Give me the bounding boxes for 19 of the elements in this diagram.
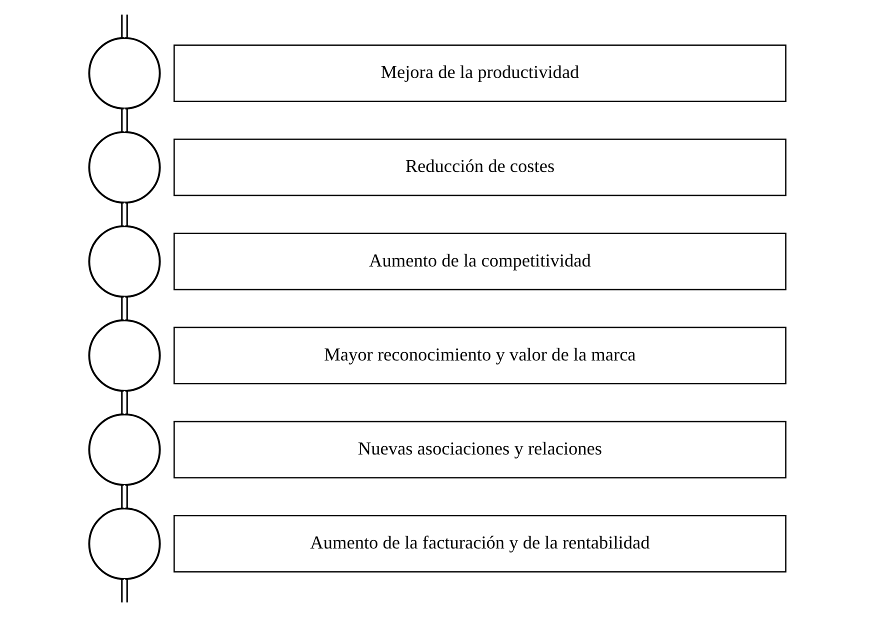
node-box: Nuevas asociaciones y relaciones: [174, 420, 786, 478]
node-circle: [88, 37, 161, 110]
node-circle: [88, 507, 161, 580]
node-box: Mayor reconocimiento y valor de la marca: [174, 326, 786, 384]
node-box: Mejora de la productividad: [174, 44, 786, 102]
connector: [121, 579, 123, 602]
connector: [121, 390, 128, 414]
node-box: Aumento de la facturación y de la rentabilidad: [174, 514, 786, 572]
node-box: Aumento de la competitividad: [174, 232, 786, 290]
connector: [121, 108, 128, 132]
connector: [121, 202, 128, 226]
connector: [121, 485, 128, 508]
node-circle: [88, 131, 161, 204]
connector: [121, 296, 128, 320]
node-circle: [88, 319, 161, 392]
connector: [121, 14, 123, 38]
node-circle: [88, 413, 161, 486]
node-circle: [88, 225, 161, 298]
node-box: Reducción de costes: [174, 138, 786, 196]
